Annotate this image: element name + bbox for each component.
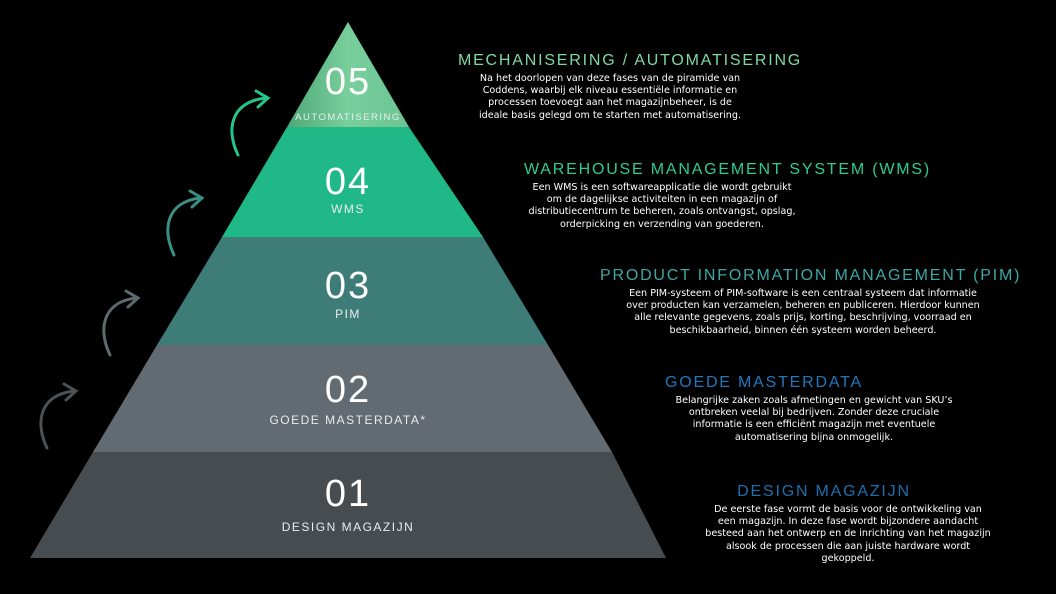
block-text: Na het doorlopen van deze fases van de p…: [478, 73, 741, 121]
pyramid-level-4: [222, 127, 483, 237]
block-text: Een PIM-systeem of PIM-software is een c…: [626, 288, 980, 336]
arrow-icon-3: [102, 289, 141, 357]
block-title: PRODUCT INFORMATION MANAGEMENT (PIM): [600, 267, 1022, 284]
level-3-label: PIM: [335, 307, 361, 321]
level-1-number: 01: [324, 473, 372, 515]
level-1-label: DESIGN MAGAZIJN: [281, 520, 415, 534]
arrow-icon-5: [230, 89, 271, 157]
block-text: Een WMS is een softwareapplicatie die wo…: [528, 182, 796, 230]
info-block-pim: PRODUCT INFORMATION MANAGEMENT (PIM) Een…: [600, 267, 1022, 337]
info-block-masterdata: GOEDE MASTERDATA Belangrijke zaken zoals…: [614, 374, 953, 444]
level-2-label: GOEDE MASTERDATA*: [269, 413, 427, 427]
info-block-wms: WAREHOUSE MANAGEMENT SYSTEM (WMS) Een WM…: [524, 161, 931, 231]
level-4-label: WMS: [331, 202, 365, 216]
level-4-number: 04: [324, 161, 372, 203]
arrow-icon-4: [166, 189, 205, 257]
block-title: WAREHOUSE MANAGEMENT SYSTEM (WMS): [524, 161, 931, 178]
block-text: Belangrijke zaken zoals afmetingen en ge…: [675, 395, 953, 443]
level-5-number: 05: [324, 61, 372, 103]
info-block-design: DESIGN MAGAZIJN De eerste fase vormt de …: [705, 483, 990, 565]
block-title: DESIGN MAGAZIJN: [737, 483, 911, 500]
pyramid-level-1: [30, 452, 666, 558]
level-5-label: AUTOMATISERING: [295, 112, 401, 123]
block-title: GOEDE MASTERDATA: [664, 374, 863, 391]
pyramid-level-5: [287, 22, 409, 127]
pyramid-level-3: [157, 237, 548, 345]
level-2-number: 02: [324, 369, 372, 411]
block-title: MECHANISERING / AUTOMATISERING: [457, 52, 803, 69]
arrow-icon-2: [39, 382, 79, 450]
pyramid-level-2: [93, 345, 612, 452]
info-block-automatisering: MECHANISERING / AUTOMATISERING Na het do…: [430, 52, 830, 122]
level-3-number: 03: [324, 265, 372, 307]
block-text: De eerste fase vormt de basis voor de on…: [705, 504, 991, 564]
